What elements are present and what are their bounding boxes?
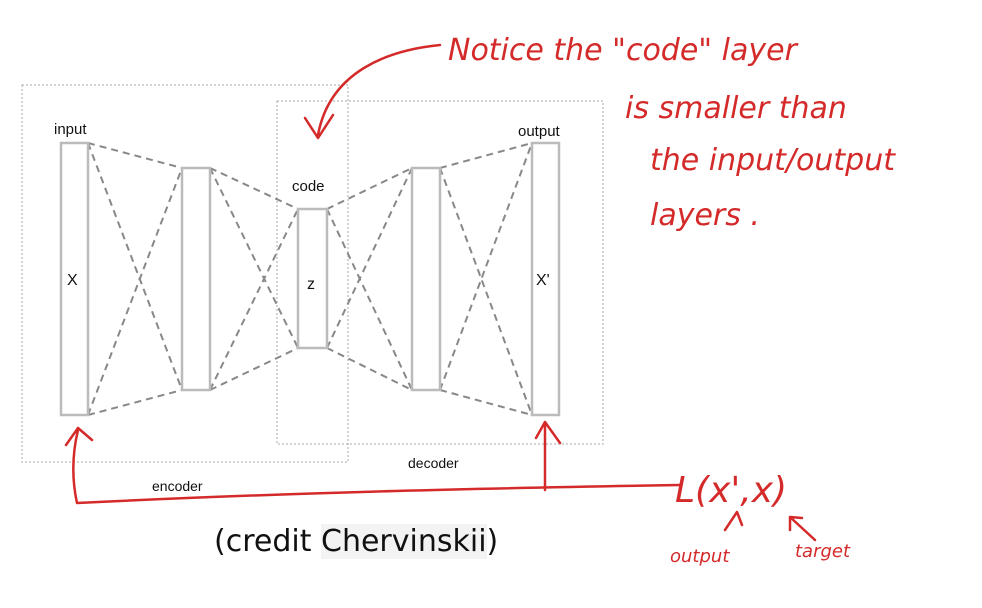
loss-output-label: output <box>670 546 730 567</box>
note-line-1: Notice the "code" layer <box>448 33 799 68</box>
note-line-2: is smaller than <box>625 91 847 126</box>
credit-caption: (credit Chervinskii) <box>214 524 498 559</box>
arrow-to-code <box>303 43 442 140</box>
output-layer <box>530 141 561 417</box>
loss-connector-arrows <box>64 420 682 505</box>
x-prime-label: X' <box>536 272 550 289</box>
note-line-4: layers . <box>650 198 760 233</box>
target-pointer <box>788 515 817 542</box>
z-label: z <box>307 276 315 293</box>
code-label: code <box>292 178 325 195</box>
encoder-box <box>21 84 349 463</box>
loss-target-label: target <box>795 541 851 562</box>
output-pointer <box>723 510 744 532</box>
credit-prefix: (credit <box>214 524 322 559</box>
hidden-layer-2 <box>410 166 442 392</box>
input-layer <box>59 141 90 417</box>
connections <box>87 142 533 416</box>
note-line-3: the input/output <box>650 143 896 178</box>
encoder-label: encoder <box>152 478 203 494</box>
credit-name: Chervinskii <box>321 524 487 559</box>
loss-formula: L(x',x) <box>675 470 787 511</box>
decoder-box <box>276 100 604 445</box>
credit-suffix: ) <box>486 524 499 559</box>
input-label: input <box>54 121 87 138</box>
code-layer <box>296 207 329 350</box>
decoder-label: decoder <box>408 455 459 471</box>
x-label: X <box>67 272 78 289</box>
hidden-layer-1 <box>180 166 212 392</box>
output-label: output <box>518 123 561 140</box>
